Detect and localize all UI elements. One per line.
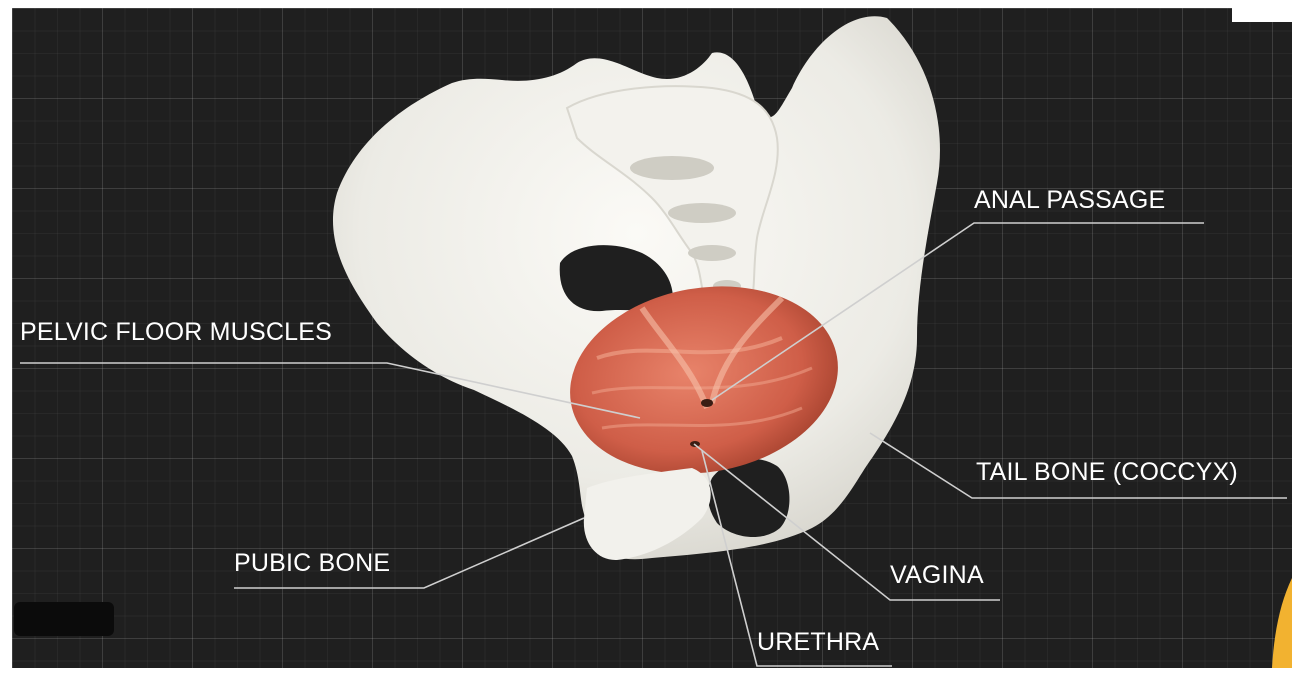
label-tail-bone: TAIL BONE (COCCYX) bbox=[976, 458, 1238, 486]
label-pelvic-floor-muscles: PELVIC FLOOR MUSCLES bbox=[20, 318, 332, 346]
accent-shape bbox=[1272, 578, 1292, 668]
label-pubic-bone: PUBIC BONE bbox=[234, 549, 390, 577]
label-anal-passage: ANAL PASSAGE bbox=[974, 186, 1165, 214]
pelvis-diagram: ANAL PASSAGE PELVIC FLOOR MUSCLES TAIL B… bbox=[12, 8, 1292, 668]
corner-artifact bbox=[1232, 8, 1292, 22]
redacted-watermark bbox=[14, 602, 114, 636]
label-vagina: VAGINA bbox=[890, 561, 984, 589]
label-urethra: URETHRA bbox=[757, 628, 879, 656]
